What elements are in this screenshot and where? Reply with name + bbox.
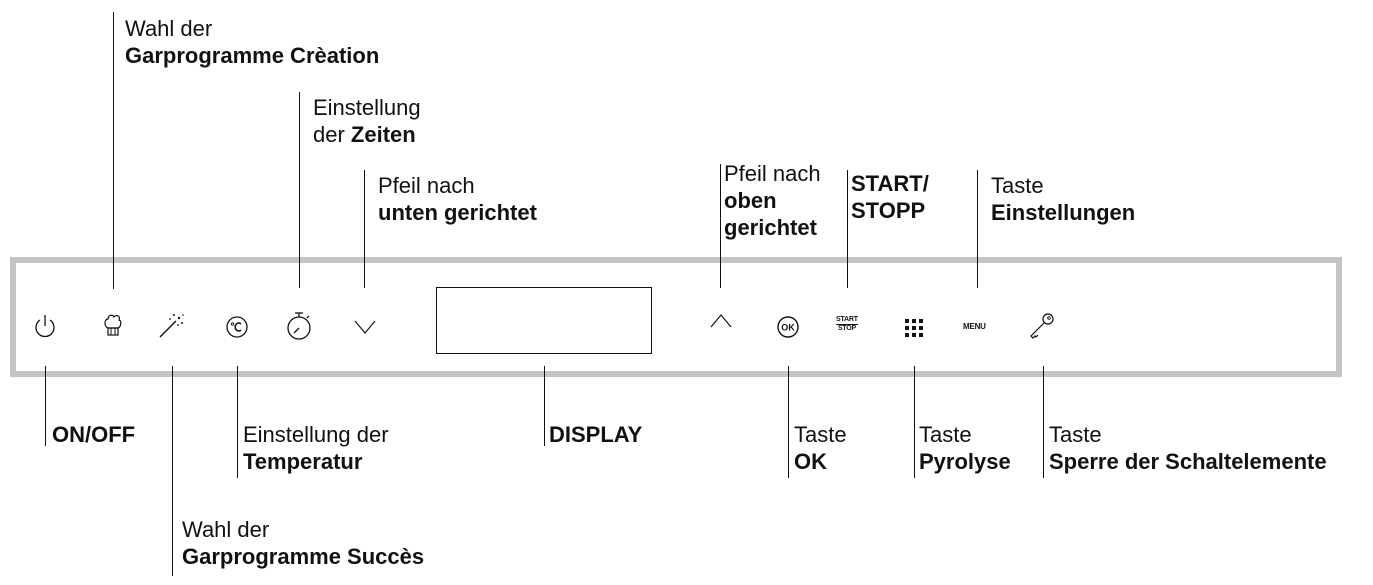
label-ok: Taste OK [794,421,847,475]
leader-oben [720,164,721,288]
control-panel [10,257,1342,377]
chef-hat-icon[interactable] [104,313,122,337]
label-einstellungen: Taste Einstellungen [991,172,1135,226]
leader-creation [113,12,114,289]
label-temperatur: Einstellung der Temperatur [243,421,389,475]
key-icon[interactable] [1028,311,1056,339]
leader-display [544,366,545,446]
celsius-icon[interactable] [224,314,250,340]
leader-zeiten [299,92,300,288]
leader-succes [172,366,173,576]
start-stop-icon-stop: STOP [837,325,856,332]
grid-dots-icon[interactable] [904,318,924,338]
label-sperre-line1: Taste [1049,422,1102,447]
label-zeiten-prefix: der [313,122,351,147]
chevron-down-icon[interactable] [353,318,377,336]
label-sperre-line2: Sperre der Schaltelemente [1049,449,1327,474]
leader-pyrolyse [914,366,915,478]
label-creation-line2: Garprogramme Crèation [125,43,380,68]
power-icon[interactable] [33,314,57,340]
label-onoff: ON/OFF [52,421,135,448]
label-oben-line1: Pfeil nach [724,161,821,186]
label-ok-line1: Taste [794,422,847,447]
label-succes-line1: Wahl der [182,517,270,542]
start-stop-icon[interactable]: START STOP [836,316,858,333]
menu-icon[interactable]: MENU [963,323,986,331]
label-temperatur-line2: Temperatur [243,449,363,474]
label-pyrolyse-line2: Pyrolyse [919,449,1011,474]
label-creation: Wahl der Garprogramme Crèation [125,15,379,69]
label-display: DISPLAY [549,421,642,448]
display-screen [436,287,652,354]
label-unten-line1: Pfeil nach [378,173,475,198]
label-onoff-line1: ON/OFF [52,422,136,447]
label-oben-line2: oben [724,188,777,213]
label-pyrolyse-line1: Taste [919,422,972,447]
leader-unten [364,170,365,288]
start-stop-icon-start: START [836,316,858,325]
label-oben-line3: gerichtet [724,215,817,240]
label-zeiten-bold: Zeiten [350,122,416,147]
label-pyrolyse: Taste Pyrolyse [919,421,1011,475]
label-einstellungen-line1: Taste [991,173,1044,198]
label-display-line1: DISPLAY [549,422,643,447]
leader-ok [788,366,789,478]
svg-text:OK: OK [781,323,795,333]
chevron-up-icon[interactable] [709,312,733,330]
leader-temperatur [237,366,238,478]
magic-wand-icon[interactable] [157,312,185,340]
label-temperatur-line1: Einstellung der [243,422,389,447]
label-startstop-line2: STOPP [851,198,926,223]
label-ok-line2: OK [794,449,827,474]
label-unten: Pfeil nach unten gerichtet [378,172,537,226]
label-succes-line2: Garprogramme Succès [182,544,425,569]
label-creation-line1: Wahl der [125,16,213,41]
menu-icon-text: MENU [963,322,986,331]
leader-startstop [847,170,848,288]
label-startstop: START/ STOPP [851,170,929,224]
leader-einstellungen [977,170,978,288]
stopwatch-icon[interactable] [285,310,313,342]
label-startstop-line1: START/ [851,171,929,196]
leader-sperre [1043,366,1044,478]
label-succes: Wahl der Garprogramme Succès [182,516,424,570]
label-zeiten: Einstellung der Zeiten [313,94,421,148]
label-unten-line2: unten gerichtet [378,200,537,225]
label-einstellungen-line2: Einstellungen [991,200,1136,225]
label-sperre: Taste Sperre der Schaltelemente [1049,421,1327,475]
label-oben: Pfeil nach oben gerichtet [724,160,821,241]
ok-icon[interactable]: OK [775,314,801,340]
label-zeiten-line1: Einstellung [313,95,421,120]
leader-onoff [45,366,46,446]
